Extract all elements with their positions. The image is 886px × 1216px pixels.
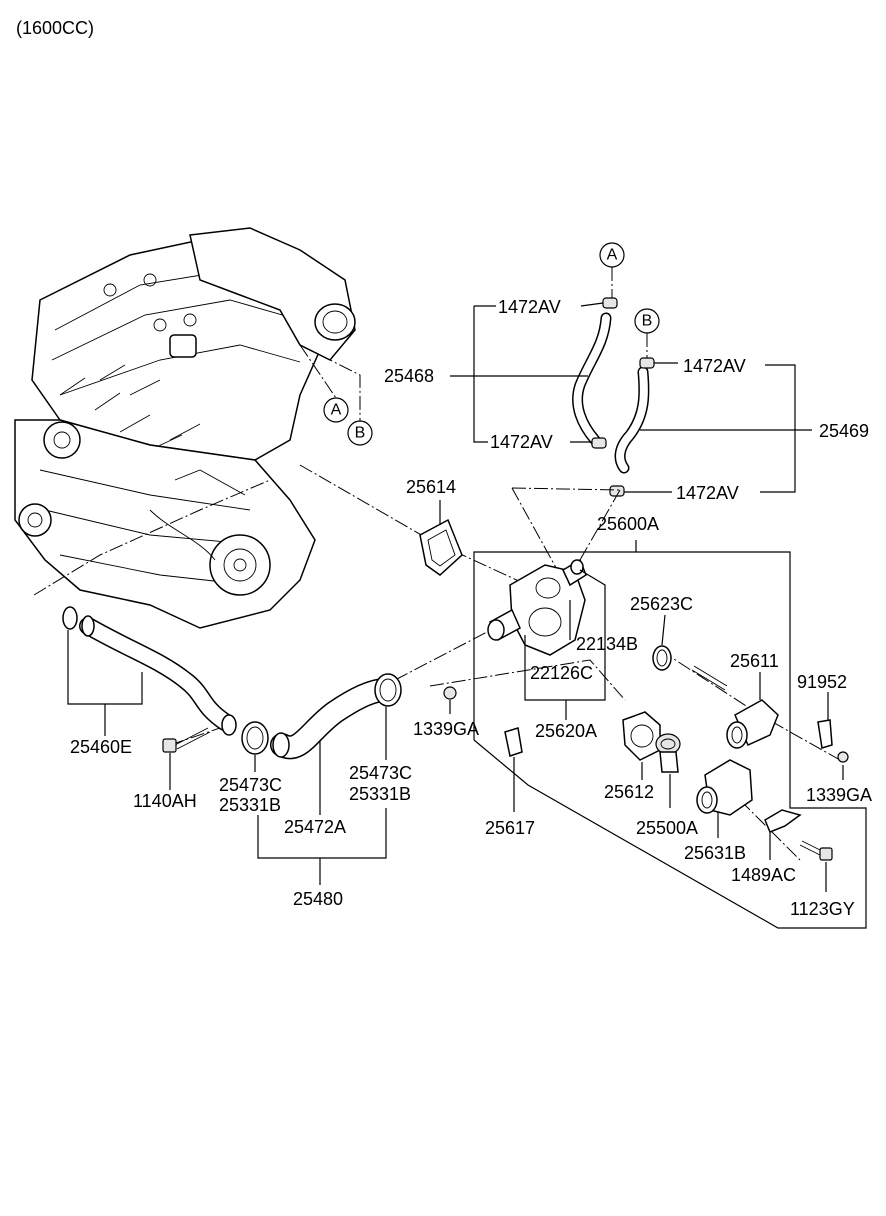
nut-1339ga-right [837, 751, 849, 763]
water-inlet-25631b [696, 759, 753, 816]
gasket-25614-shape [419, 518, 463, 576]
label-25331b-1: 25331B [219, 795, 281, 815]
ref-marker-b-hose: B [634, 308, 660, 334]
label-1489ac: 1489AC [731, 865, 796, 885]
bolt-1140ah [162, 727, 211, 753]
label-25468: 25468 [384, 366, 434, 386]
hose-clamp-left [241, 721, 269, 755]
label-22126c: 22126C [530, 663, 593, 683]
thermostat-housing-25620a [487, 558, 587, 656]
ref-marker-b-engine: B [347, 420, 373, 446]
nut-1339ga-left [443, 686, 457, 700]
bracket-25617 [504, 727, 523, 757]
svg-text:B: B [642, 313, 653, 330]
engine-variant-label: (1600CC) [16, 18, 94, 38]
label-25473c-2: 25473C [349, 763, 412, 783]
hose-clamp-2 [639, 357, 655, 369]
label-1472av-1: 1472AV [498, 297, 561, 317]
label-1472av-3: 1472AV [683, 356, 746, 376]
label-1140ah: 1140AH [133, 791, 197, 811]
label-25480: 25480 [293, 889, 343, 909]
label-25472a: 25472A [284, 817, 346, 837]
label-1339ga-2: 1339GA [806, 785, 872, 805]
label-1339ga-1: 1339GA [413, 719, 479, 739]
engine-block-illustration [14, 227, 356, 629]
svg-text:A: A [331, 402, 342, 419]
svg-text:A: A [607, 247, 618, 264]
thermostat-25500a [655, 733, 681, 773]
label-1472av-4: 1472AV [676, 483, 739, 503]
ref-marker-a-hose: A [599, 242, 625, 268]
label-25620a: 25620A [535, 721, 597, 741]
label-25614: 25614 [406, 477, 456, 497]
label-25469: 25469 [819, 421, 869, 441]
ref-marker-a-engine: A [323, 397, 349, 423]
label-25617: 25617 [485, 818, 535, 838]
hose-clamp-3 [591, 437, 607, 449]
label-25611: 25611 [730, 651, 779, 671]
clip-91952 [817, 719, 833, 749]
label-25600a: 25600A [597, 514, 659, 534]
label-25473c-1: 25473C [219, 775, 282, 795]
label-1123gy: 1123GY [790, 899, 855, 919]
label-25331b-2: 25331B [349, 784, 411, 804]
bolt-1123gy [799, 840, 833, 861]
hose-clamp-right [374, 673, 402, 707]
label-25612: 25612 [604, 782, 654, 802]
label-91952: 91952 [797, 672, 847, 692]
label-25631b: 25631B [684, 843, 746, 863]
water-outlet-25611 [726, 699, 779, 749]
label-25623c: 25623C [630, 594, 693, 614]
label-22134b: 22134B [576, 634, 638, 654]
bracket-1489ac [764, 809, 802, 833]
svg-text:B: B [355, 425, 366, 442]
label-25500a: 25500A [636, 818, 698, 838]
label-1472av-2: 1472AV [490, 432, 553, 452]
inlet-pipe-25460e [62, 606, 237, 736]
gasket-25612 [622, 711, 661, 761]
hose-clamp-1 [602, 297, 618, 309]
label-25460e: 25460E [70, 737, 132, 757]
o-ring-25623c [652, 645, 672, 671]
radiator-hose-25472a [270, 678, 397, 760]
